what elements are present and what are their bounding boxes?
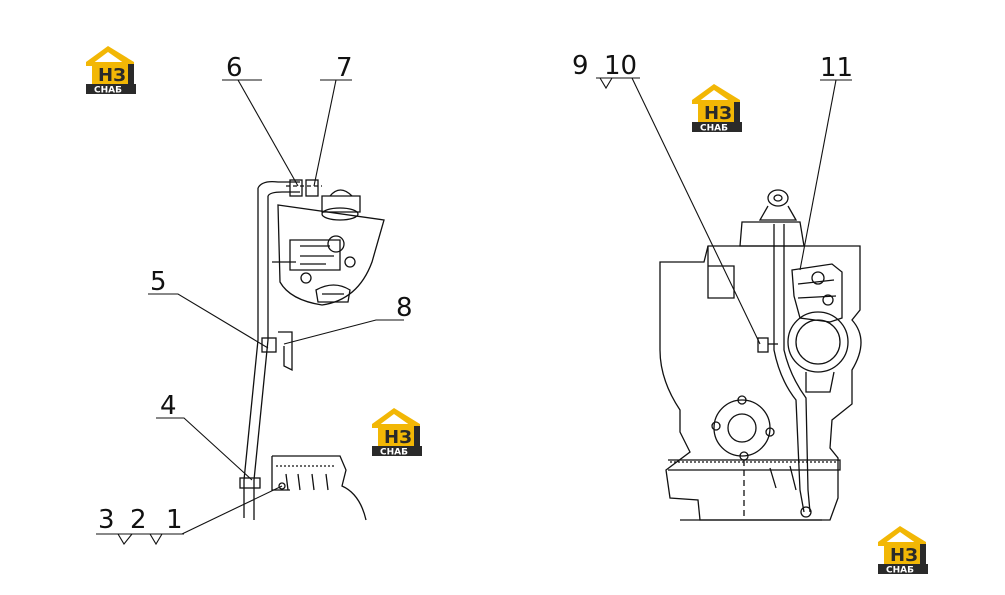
callout-11: 11 (820, 53, 853, 83)
callout-8: 8 (396, 293, 413, 323)
logo-watermark-1: НЗ СНАБ (86, 46, 136, 96)
callout-3: 3 (98, 505, 115, 535)
callout-10: 10 (604, 51, 637, 81)
logo-caption: СНАБ (700, 124, 728, 134)
left-base (272, 455, 367, 521)
logo-caption: СНАБ (380, 448, 408, 458)
logo-mark: НЗ (890, 545, 918, 566)
callout-7: 7 (336, 53, 353, 83)
logo-mark: НЗ (704, 103, 732, 124)
logo-mark: НЗ (384, 427, 412, 448)
left-assembly (239, 179, 385, 521)
logo-caption: СНАБ (94, 86, 122, 96)
right-hose (773, 224, 805, 513)
left-hose (243, 188, 259, 518)
leader-lines (96, 77, 852, 546)
callout-5: 5 (150, 267, 167, 297)
right-assembly (659, 189, 862, 521)
callout-4: 4 (160, 391, 177, 421)
logo-watermark-4: НЗ СНАБ (878, 526, 928, 576)
callout-9: 9 (572, 51, 589, 81)
logo-watermark-2: НЗ СНАБ (692, 84, 742, 134)
engine-outline (659, 245, 862, 521)
callout-1: 1 (166, 505, 183, 535)
callout-2: 2 (130, 505, 147, 535)
logo-caption: СНАБ (886, 566, 914, 576)
left-housing (277, 204, 385, 306)
logo-watermark-3: НЗ СНАБ (372, 408, 422, 458)
starter (791, 263, 843, 323)
callout-6: 6 (226, 53, 243, 83)
callouts: 1 2 3 4 5 6 7 8 9 10 11 (98, 51, 853, 535)
logo-mark: НЗ (98, 65, 126, 86)
